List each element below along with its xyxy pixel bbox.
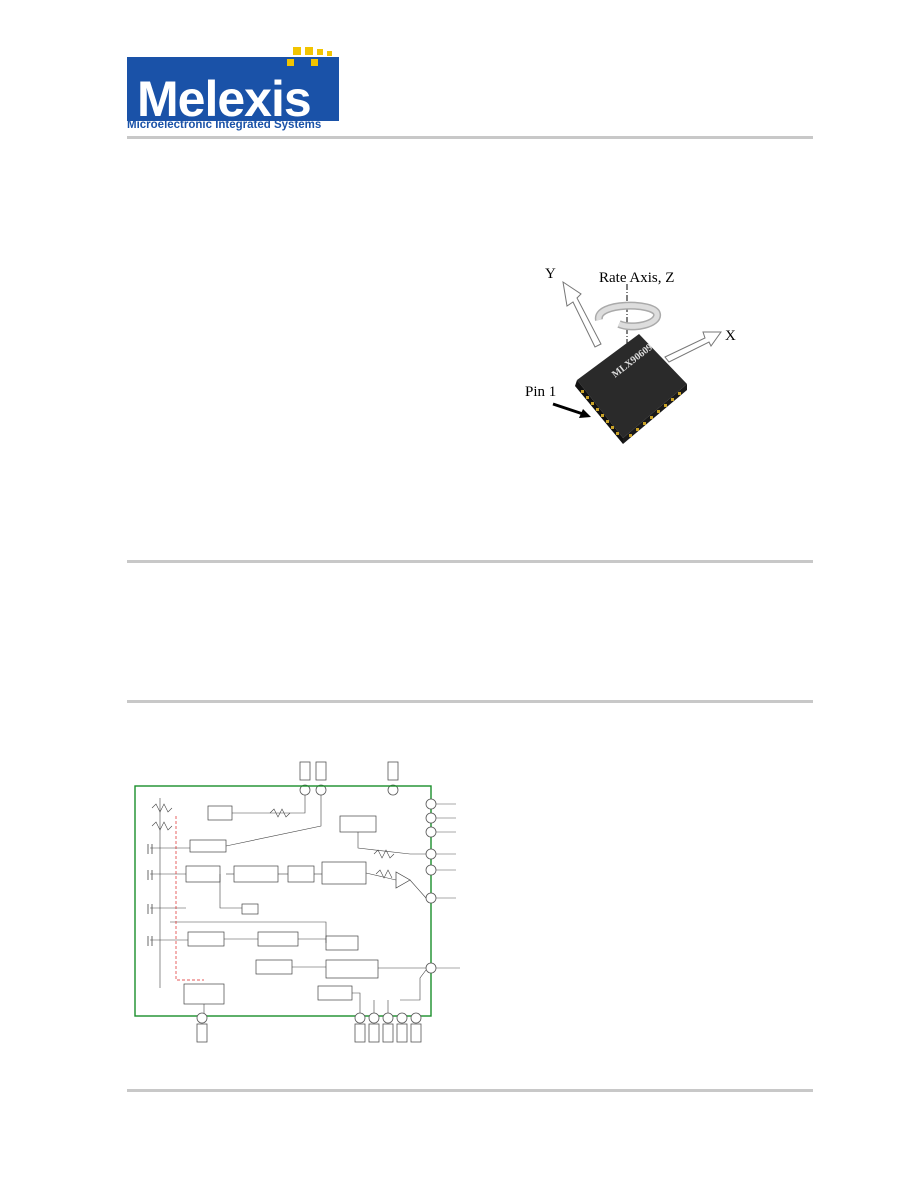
logo-square [293, 47, 301, 55]
y-axis-label: Y [545, 266, 556, 282]
footer-rule [127, 1089, 813, 1092]
x-axis-label: X [725, 328, 736, 344]
section-rule [127, 560, 813, 563]
logo-square [305, 47, 313, 55]
logo-square [327, 51, 332, 56]
section-rule [127, 700, 813, 703]
chip-orientation-figure: Y Rate Axis, Z X Pin 1 MLX90609 [515, 262, 765, 462]
block-diagram-svg [134, 761, 460, 1043]
logo-wordmark: Melexis [137, 71, 312, 127]
logo-tagline: Microelectronic Integrated Systems [127, 119, 322, 131]
rate-axis-label: Rate Axis, Z [599, 270, 675, 286]
logo-square [317, 49, 323, 55]
pin1-label: Pin 1 [525, 384, 557, 400]
logo-blue-panel: Melexis [127, 57, 339, 127]
block-diagram [130, 758, 470, 1048]
chip-drawing: MLX90609 [552, 280, 722, 444]
logo-square [287, 59, 294, 66]
melexis-logo: Melexis Microelectronic Integrated Syste… [127, 47, 341, 133]
header-rule [127, 136, 813, 139]
logo-square [311, 59, 318, 66]
